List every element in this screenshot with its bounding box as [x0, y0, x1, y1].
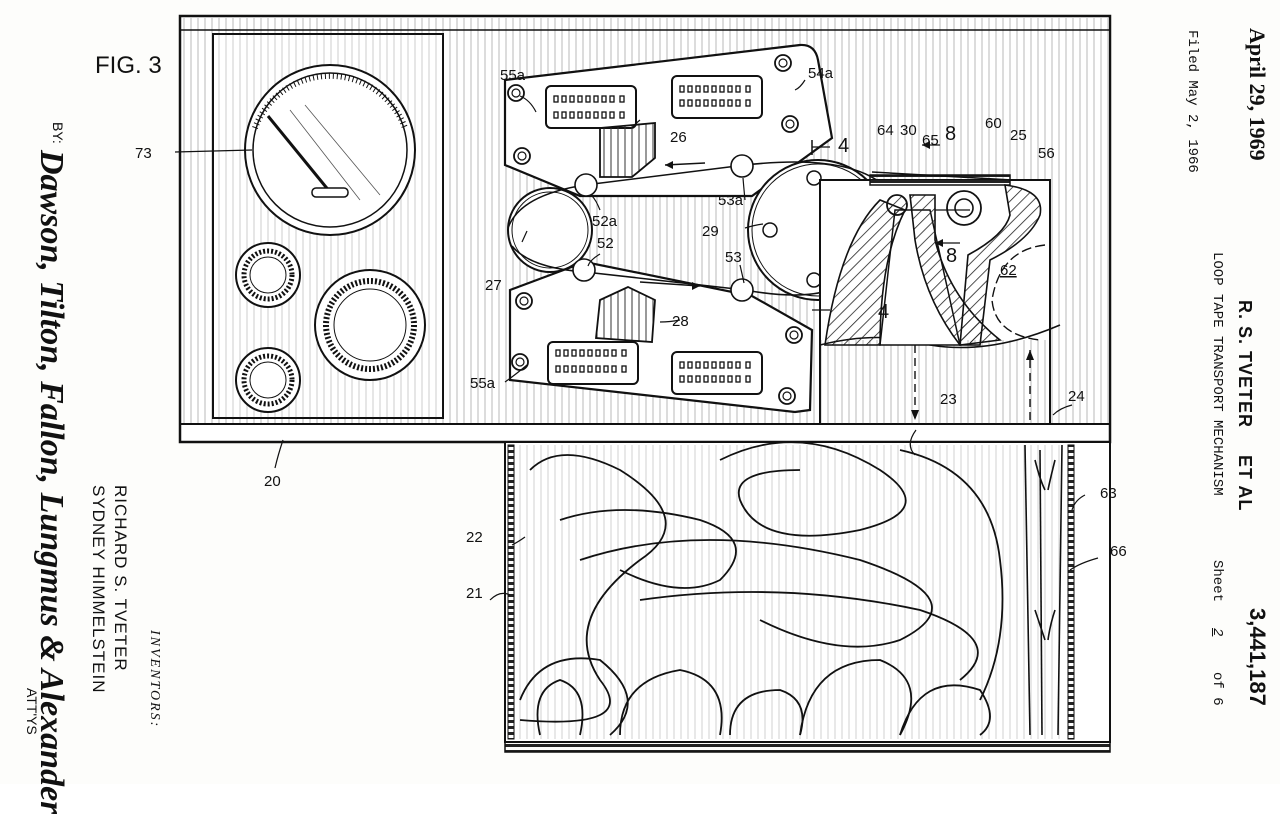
reference-numerals: 73 55a 54a 26 4 64 30 65 8 60 25 56 53a …: [135, 65, 1127, 602]
label-52a: 52a: [592, 213, 618, 230]
label-8-bottom: 8: [946, 245, 957, 267]
meter-73: [174, 64, 416, 236]
label-55a-bottom: 55a: [470, 375, 496, 392]
attorney-suffix: ATT'YS: [24, 688, 40, 735]
patent-date: April 29, 1969: [1245, 28, 1270, 161]
patent-number: 3,441,187: [1245, 608, 1270, 706]
inventor-name-2: SYDNEY HIMMELSTEIN: [89, 485, 108, 694]
et-al: ET AL: [1235, 455, 1255, 512]
label-4-bottom: 4: [878, 301, 889, 323]
transport-block: [811, 140, 1061, 425]
label-20: 20: [264, 473, 281, 490]
leader-lines: [274, 79, 1099, 601]
label-66: 66: [1110, 543, 1127, 560]
attorney-by: BY:: [50, 122, 66, 144]
label-30: 30: [900, 122, 917, 139]
label-22: 22: [466, 529, 483, 546]
inventor-header: R. S. TVETER: [1235, 300, 1255, 429]
label-62: 62: [1000, 262, 1017, 279]
inventor-name-1: RICHARD S. TVETER: [111, 485, 130, 672]
label-28: 28: [672, 313, 689, 330]
label-25: 25: [1010, 127, 1027, 144]
label-63: 63: [1100, 485, 1117, 502]
label-21: 21: [466, 585, 483, 602]
knob-small-lower: [235, 347, 301, 413]
label-54a: 54a: [808, 65, 834, 82]
label-60: 60: [985, 115, 1002, 132]
label-73: 73: [135, 145, 152, 162]
label-29: 29: [702, 223, 719, 240]
label-55a-top: 55a: [500, 67, 526, 84]
label-26: 26: [670, 129, 687, 146]
inventors-title: INVENTORS:: [147, 630, 162, 729]
patent-drawing-sheet: FIG. 3: [24, 14, 1270, 814]
label-4-top: 4: [838, 135, 849, 157]
sheet-number: 2: [1209, 628, 1225, 637]
label-27: 27: [485, 277, 502, 294]
sheet-label: Sheet: [1209, 560, 1225, 603]
label-64: 64: [877, 122, 894, 139]
tape-bin-22: [504, 441, 1111, 753]
sheet-of: of 6: [1209, 672, 1225, 706]
guide-rollers: [572, 154, 754, 302]
filing-date: Filed May 2, 1966: [1184, 30, 1200, 173]
idler-27: [507, 187, 593, 273]
label-24: 24: [1068, 388, 1085, 405]
knob-large: [314, 269, 426, 381]
patent-title: LOOP TAPE TRANSPORT MECHANISM: [1209, 252, 1225, 496]
label-8-top: 8: [945, 123, 956, 145]
knob-small-upper: [235, 242, 301, 308]
label-65: 65: [922, 132, 939, 149]
label-56: 56: [1038, 145, 1055, 162]
label-53: 53: [725, 249, 742, 266]
label-52: 52: [597, 235, 614, 252]
tape-guide-63: [1024, 444, 1063, 736]
label-53a: 53a: [718, 192, 744, 209]
label-23: 23: [940, 391, 957, 408]
mechanism-drawing: 73 55a 54a 26 4 64 30 65 8 60 25 56 53a …: [135, 14, 1127, 753]
figure-title: FIG. 3: [95, 52, 162, 79]
